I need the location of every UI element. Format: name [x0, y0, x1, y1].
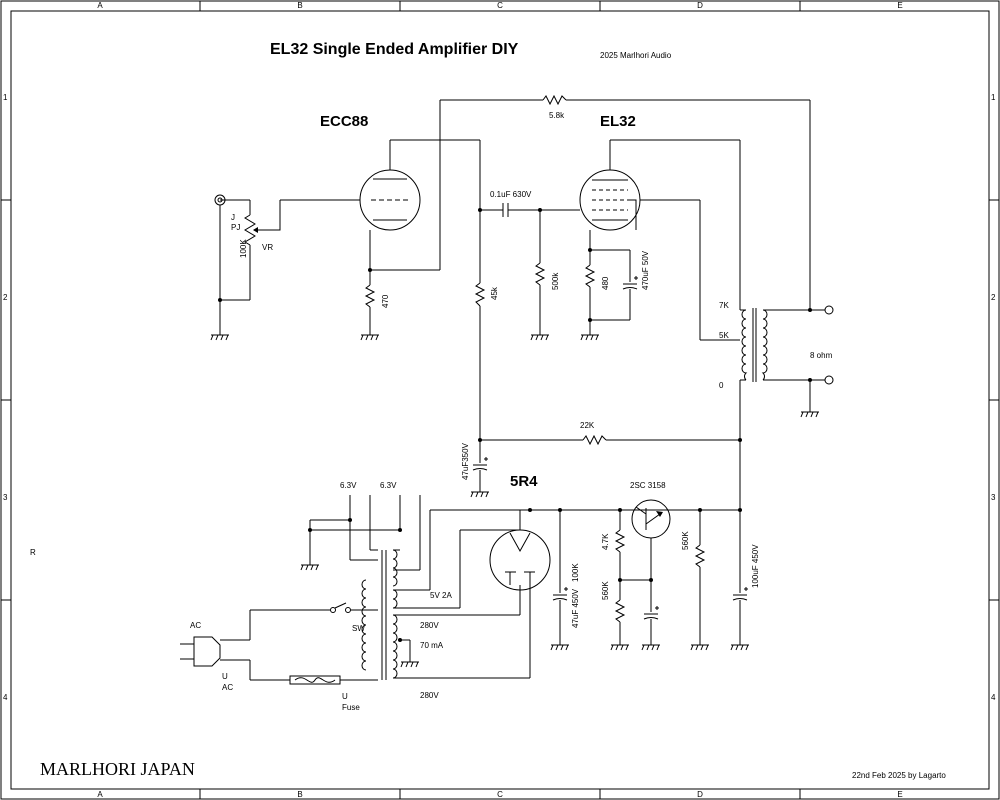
- feedback-resistor-value: 5.8k: [549, 111, 565, 120]
- hv-voltage-top: 280V: [420, 621, 439, 630]
- tube-label-5r4: 5R4: [510, 473, 538, 490]
- frame-row-label: 3: [3, 493, 8, 502]
- frame-row-label: 3: [991, 493, 996, 502]
- bleeder-left-value: 100K: [571, 563, 580, 582]
- coupling-cap-value: 0.1uF 630V: [490, 190, 532, 199]
- fuse-ref-label: U: [342, 692, 348, 701]
- speaker-terminal-icon: [824, 375, 834, 385]
- ot-tap-0: 0: [719, 381, 724, 390]
- jack-type-label: PJ: [231, 223, 240, 232]
- frame-col-label: A: [97, 1, 103, 10]
- base-resistor-bottom-value: 560K: [601, 581, 610, 600]
- frame-row-label: 2: [991, 293, 996, 302]
- power-transformer-icon: [361, 549, 398, 680]
- heater-voltage-b: 6.3V: [380, 481, 397, 490]
- frame-row-label: 2: [3, 293, 8, 302]
- frame-col-label: D: [697, 790, 703, 799]
- date-credit: 22nd Feb 2025 by Lagarto: [852, 771, 946, 780]
- current-rating: 70 mA: [420, 641, 444, 650]
- pot-value-label: 100K: [239, 239, 248, 258]
- frame-row-label: 4: [3, 693, 8, 702]
- mains-switch-icon: [334, 602, 347, 609]
- transistor-label: 2SC 3158: [630, 481, 666, 490]
- frame-col-label: C: [497, 1, 503, 10]
- hv-voltage-bottom: 280V: [420, 691, 439, 700]
- grid-resistor-value: 500k: [551, 272, 560, 290]
- input-cap-value: 47uF 450V: [571, 588, 580, 628]
- rectifier-tube-icon: [489, 529, 551, 591]
- speaker-impedance-label: 8 ohm: [810, 351, 833, 360]
- frame-col-label: A: [97, 790, 103, 799]
- ac-plug-icon: [180, 636, 221, 667]
- frame-row-label: 1: [991, 93, 996, 102]
- tube-label-el32: EL32: [600, 113, 636, 130]
- frame-col-label: C: [497, 790, 503, 799]
- frame-side-label: R: [30, 548, 36, 557]
- bleeder-right-value: 560K: [681, 531, 690, 550]
- brand-name: MARLHORI JAPAN: [40, 759, 195, 779]
- supply-resistor-value: 22K: [580, 421, 595, 430]
- frame-row-label: 1: [3, 93, 8, 102]
- output-cap-value: 100uF 450V: [751, 544, 760, 588]
- fuse-icon: [289, 675, 341, 685]
- cathode-resistor-2-value: 480: [601, 276, 610, 290]
- filter-cap-1-value: 47uF350V: [461, 442, 470, 480]
- plug-ref-label: U: [222, 672, 228, 681]
- frame-col-label: E: [897, 1, 902, 10]
- switch-label: SW: [352, 624, 365, 633]
- tube-label-ecc88: ECC88: [320, 113, 368, 130]
- rectifier-heater-label: 5V 2A: [430, 591, 452, 600]
- frame-row-label: 4: [991, 693, 996, 702]
- cathode-cap-2-value: 470uF 50V: [641, 250, 650, 290]
- fuse-label: Fuse: [342, 703, 360, 712]
- page-title: EL32 Single Ended Amplifier DIY: [270, 41, 519, 58]
- jack-ref-label: J: [231, 213, 235, 222]
- frame-col-label: E: [897, 790, 902, 799]
- frame-col-label: B: [297, 790, 302, 799]
- ac-label-top: AC: [190, 621, 201, 630]
- page-subtitle: 2025 Marlhori Audio: [600, 51, 672, 60]
- ot-tap-5k: 5K: [719, 331, 729, 340]
- ot-tap-7k: 7K: [719, 301, 729, 310]
- speaker-terminal-icon: [824, 305, 834, 315]
- plate-resistor-value: 45k: [490, 286, 499, 300]
- base-resistor-top-value: 4.7K: [601, 533, 610, 550]
- frame-col-label: D: [697, 1, 703, 10]
- frame-col-label: B: [297, 1, 302, 10]
- ac-label-bottom: AC: [222, 683, 233, 692]
- transistor-icon: [631, 499, 671, 539]
- heater-voltage-a: 6.3V: [340, 481, 357, 490]
- volume-pot-icon: [244, 200, 281, 300]
- cathode-resistor-1-value: 470: [381, 294, 390, 308]
- pot-ref-label: VR: [262, 243, 273, 252]
- el32-tube-icon: [579, 169, 641, 231]
- output-transformer-icon: [740, 308, 768, 382]
- ecc88-tube-icon: [359, 169, 421, 231]
